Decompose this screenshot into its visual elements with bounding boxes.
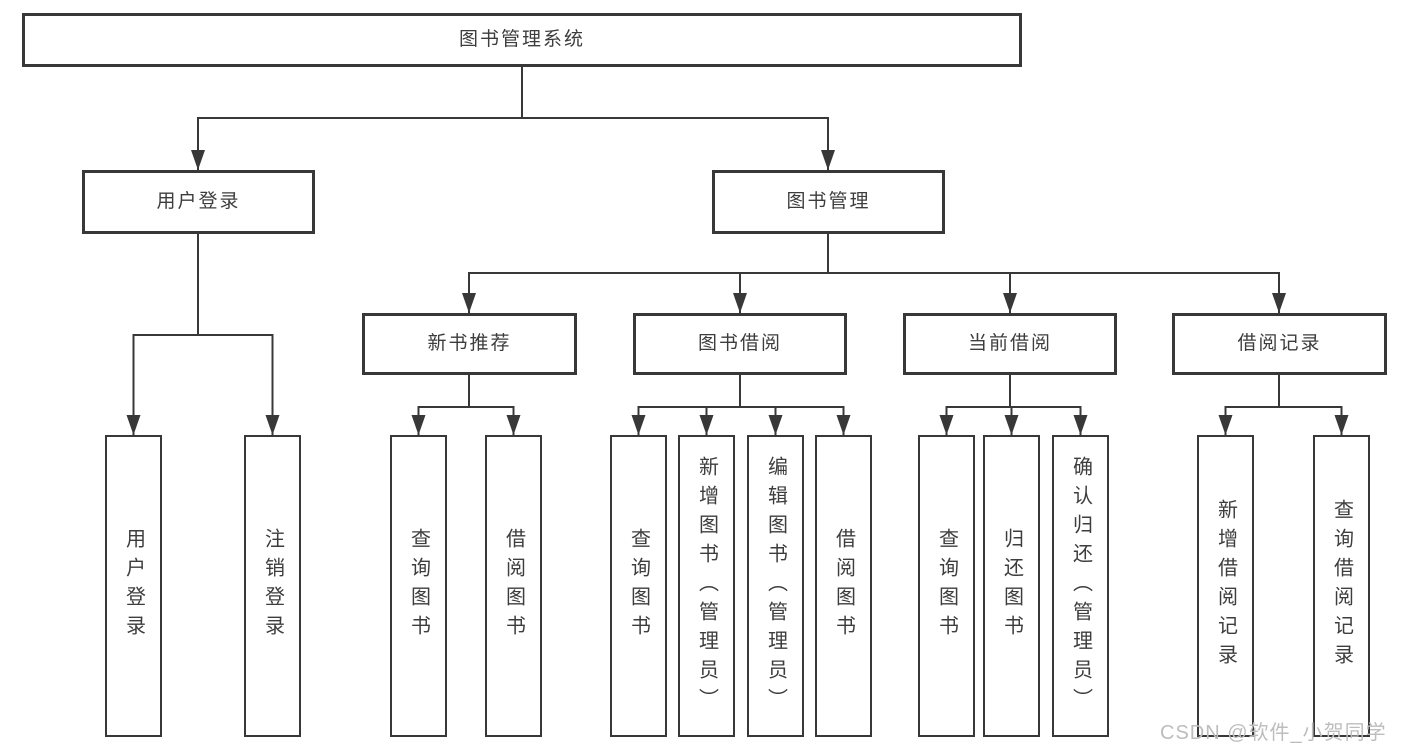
node-book-borrowing: 图书借阅 [633, 313, 847, 375]
leaf-edit-book-admin: 编辑图书（管理员） [747, 435, 804, 737]
node-user-login: 用户登录 [82, 170, 315, 234]
leaf-query-books-newbooks: 查询图书 [390, 435, 447, 737]
node-borrowing-records-label: 借阅记录 [1237, 332, 1322, 354]
leaf-query-books-current-label: 查询图书 [935, 528, 958, 644]
node-new-book-recommendation: 新书推荐 [362, 313, 577, 375]
connector-borrow-records-branch [1218, 374, 1349, 436]
leaf-borrow-books-borrowing-label: 借阅图书 [832, 528, 855, 644]
node-borrowing-records: 借阅记录 [1172, 313, 1387, 375]
leaf-logout: 注销登录 [244, 435, 301, 737]
leaf-user-login: 用户登录 [105, 435, 162, 737]
connector-root-branch [191, 66, 835, 171]
connector-book-management-branch [462, 233, 1286, 314]
leaf-add-book-admin-label: 新增图书（管理员） [695, 455, 718, 717]
node-book-borrowing-label: 图书借阅 [697, 332, 782, 354]
leaf-borrow-books-newbooks-label: 借阅图书 [502, 528, 525, 644]
leaf-logout-label: 注销登录 [261, 528, 284, 644]
node-library-system: 图书管理系统 [22, 13, 1022, 67]
leaf-confirm-return-admin: 确认归还（管理员） [1052, 435, 1109, 737]
connector-book-borrow-branch [631, 374, 851, 436]
leaf-borrow-books-newbooks: 借阅图书 [485, 435, 542, 737]
node-book-management: 图书管理 [712, 170, 945, 234]
leaf-query-books-borrowing: 查询图书 [610, 435, 667, 737]
node-new-book-recommendation-label: 新书推荐 [427, 332, 512, 354]
csdn-watermark: CSDN @软件_小贺同学 [1160, 722, 1387, 744]
connector-user-login-branch [126, 233, 280, 436]
leaf-query-borrow-record: 查询借阅记录 [1313, 435, 1370, 737]
leaf-return-books-label: 归还图书 [1000, 528, 1023, 644]
connector-current-borrow-branch [939, 374, 1088, 436]
node-book-management-label: 图书管理 [786, 190, 871, 212]
connector-new-books-branch [411, 374, 521, 436]
leaf-add-book-admin: 新增图书（管理员） [678, 435, 735, 737]
leaf-user-login-label: 用户登录 [122, 528, 145, 644]
leaf-borrow-books-borrowing: 借阅图书 [815, 435, 872, 737]
node-library-system-label: 图书管理系统 [458, 28, 585, 50]
node-user-login-label: 用户登录 [156, 190, 241, 212]
leaf-query-books-current: 查询图书 [918, 435, 975, 737]
leaf-edit-book-admin-label: 编辑图书（管理员） [764, 455, 787, 717]
node-current-borrowing-label: 当前借阅 [967, 332, 1052, 354]
leaf-add-borrow-record-label: 新增借阅记录 [1214, 499, 1237, 673]
leaf-add-borrow-record: 新增借阅记录 [1197, 435, 1254, 737]
leaf-confirm-return-admin-label: 确认归还（管理员） [1069, 455, 1092, 717]
leaf-query-books-borrowing-label: 查询图书 [627, 528, 650, 644]
node-current-borrowing: 当前借阅 [903, 313, 1117, 375]
leaf-return-books: 归还图书 [983, 435, 1040, 737]
leaf-query-borrow-record-label: 查询借阅记录 [1330, 499, 1353, 673]
leaf-query-books-newbooks-label: 查询图书 [407, 528, 430, 644]
